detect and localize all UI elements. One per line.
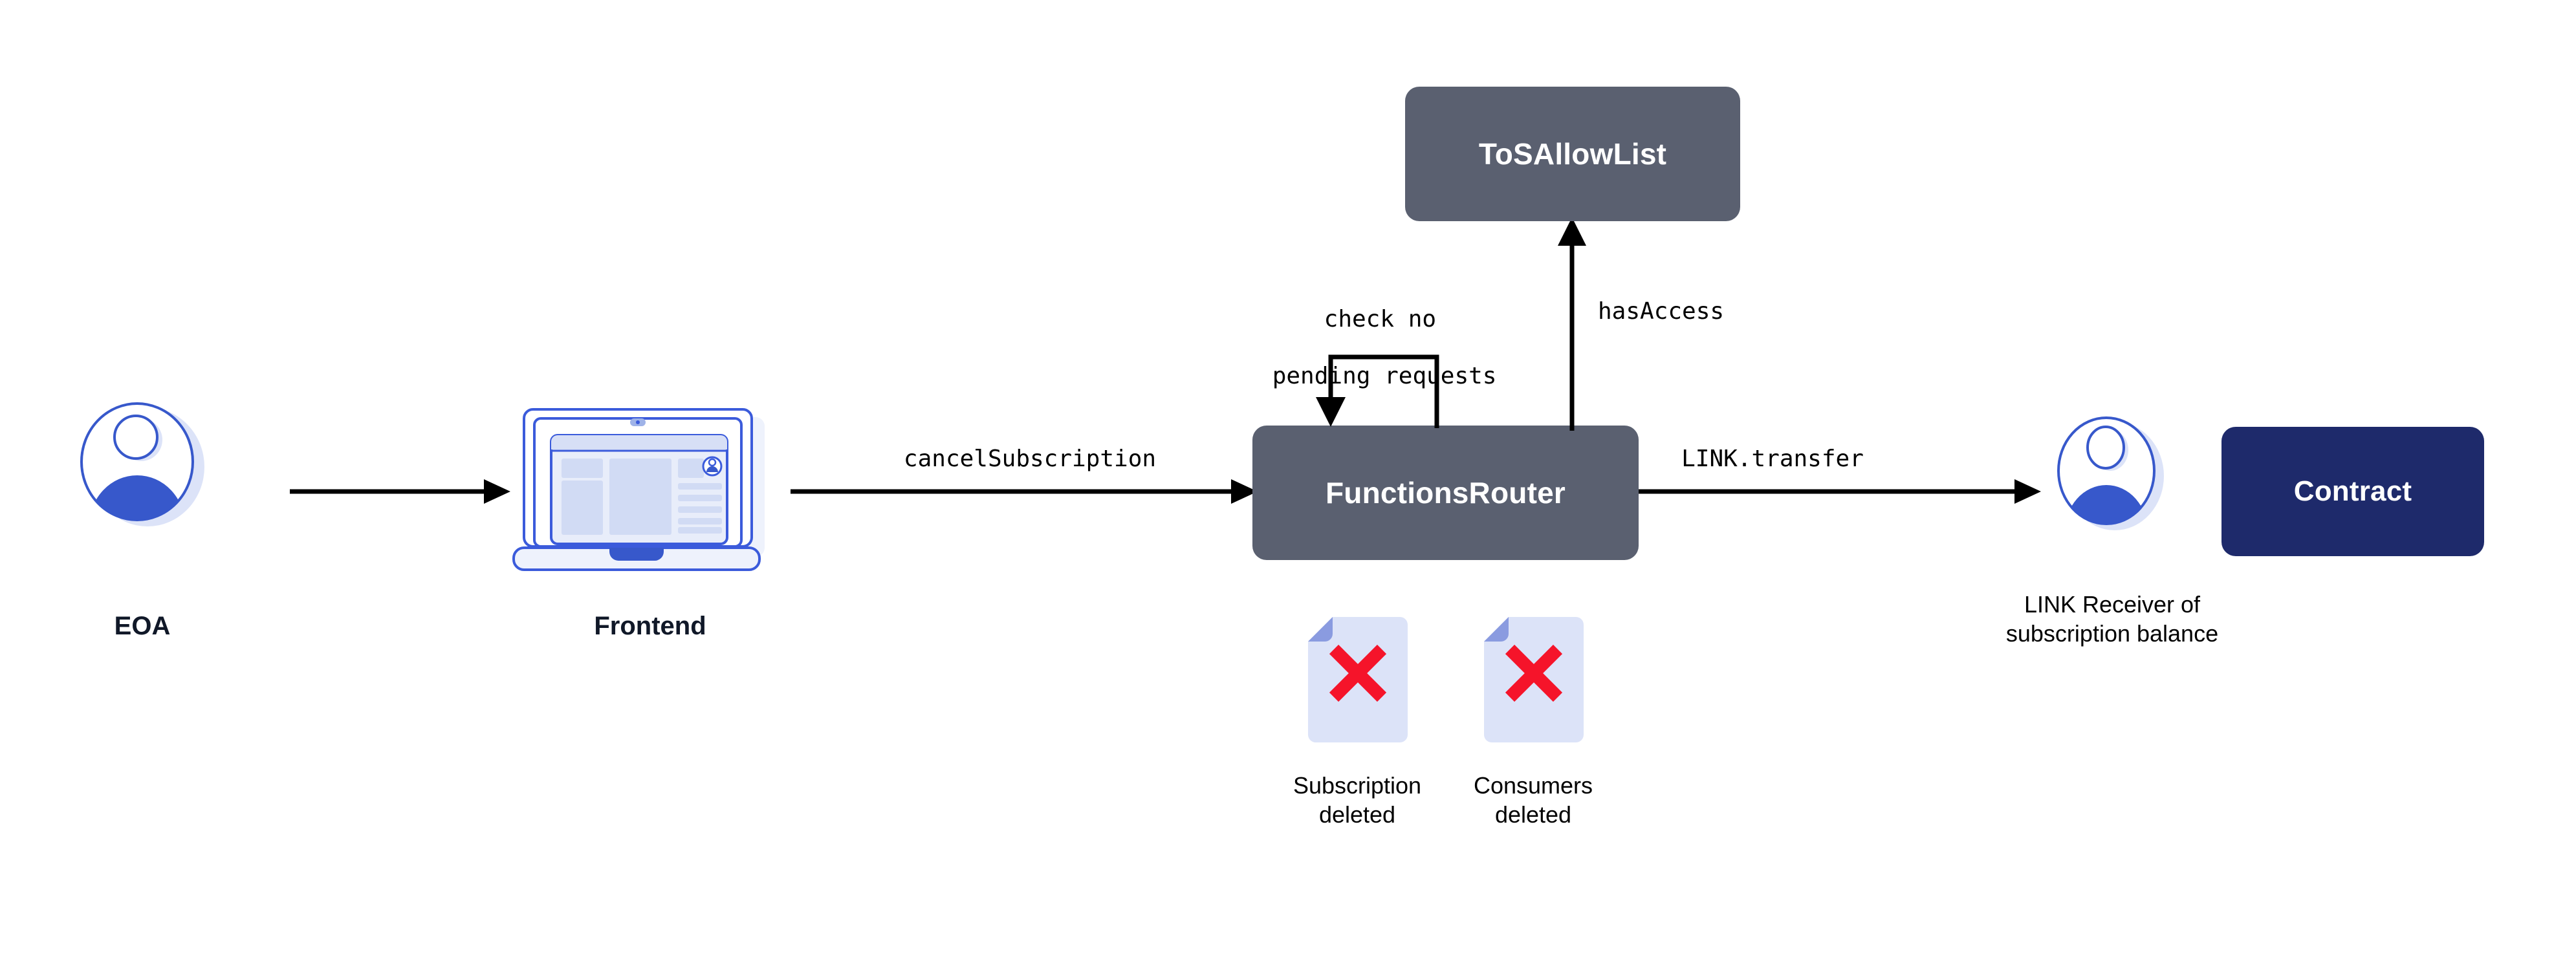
link-receiver-line1: LINK Receiver of	[2024, 591, 2201, 618]
edge-label-link-transfer: LINK.transfer	[1681, 446, 1864, 472]
subscription-deleted-doc	[1305, 616, 1409, 745]
link-receiver-line2: subscription balance	[2005, 620, 2219, 647]
user-avatar-icon	[80, 402, 204, 526]
functions-router-box[interactable]: FunctionsRouter	[1252, 426, 1639, 560]
eoa-avatar	[79, 400, 206, 529]
user-avatar-icon	[2057, 416, 2164, 530]
arrow-router-to-tos-allow-list	[1558, 217, 1586, 431]
eoa-label: EOA	[114, 612, 171, 640]
edge-label-check-no-pending-requests: check no pending requests	[1216, 277, 1497, 419]
arrow-eoa-to-frontend	[290, 479, 510, 504]
edge-label-cancel-subscription: cancelSubscription	[903, 446, 1157, 472]
tos-allow-list-label: ToSAllowList	[1478, 137, 1667, 171]
arrow-router-to-link-receiver	[1639, 479, 2041, 504]
tos-allow-list-box[interactable]: ToSAllowList	[1405, 87, 1740, 221]
self-loop-label-line1: check no	[1324, 305, 1437, 332]
functions-router-label: FunctionsRouter	[1326, 476, 1566, 510]
consumers-deleted-doc	[1481, 616, 1585, 745]
self-loop-label-line2: pending requests	[1272, 362, 1497, 389]
laptop-icon	[512, 408, 765, 571]
subscription-deleted-line1: Subscription	[1293, 772, 1422, 799]
contract-box[interactable]: Contract	[2221, 427, 2484, 556]
edge-label-has-access: hasAccess	[1598, 298, 1725, 325]
consumers-deleted-line2: deleted	[1494, 801, 1572, 828]
document-deleted-icon	[1308, 617, 1408, 742]
link-receiver-label: LINK Receiver of subscription balance	[1989, 590, 2235, 649]
document-deleted-icon	[1484, 617, 1584, 742]
subscription-deleted-label: Subscription deleted	[1247, 771, 1467, 830]
frontend-laptop	[511, 404, 789, 576]
subscription-deleted-line2: deleted	[1318, 801, 1396, 828]
consumers-deleted-label: Consumers deleted	[1423, 771, 1643, 830]
arrow-frontend-to-router	[791, 479, 1258, 504]
frontend-label: Frontend	[594, 612, 706, 640]
arrow-router-self-loop	[1316, 354, 1439, 428]
contract-label: Contract	[2293, 475, 2412, 507]
consumers-deleted-line1: Consumers	[1473, 772, 1593, 799]
link-receiver-avatar	[2053, 414, 2168, 532]
